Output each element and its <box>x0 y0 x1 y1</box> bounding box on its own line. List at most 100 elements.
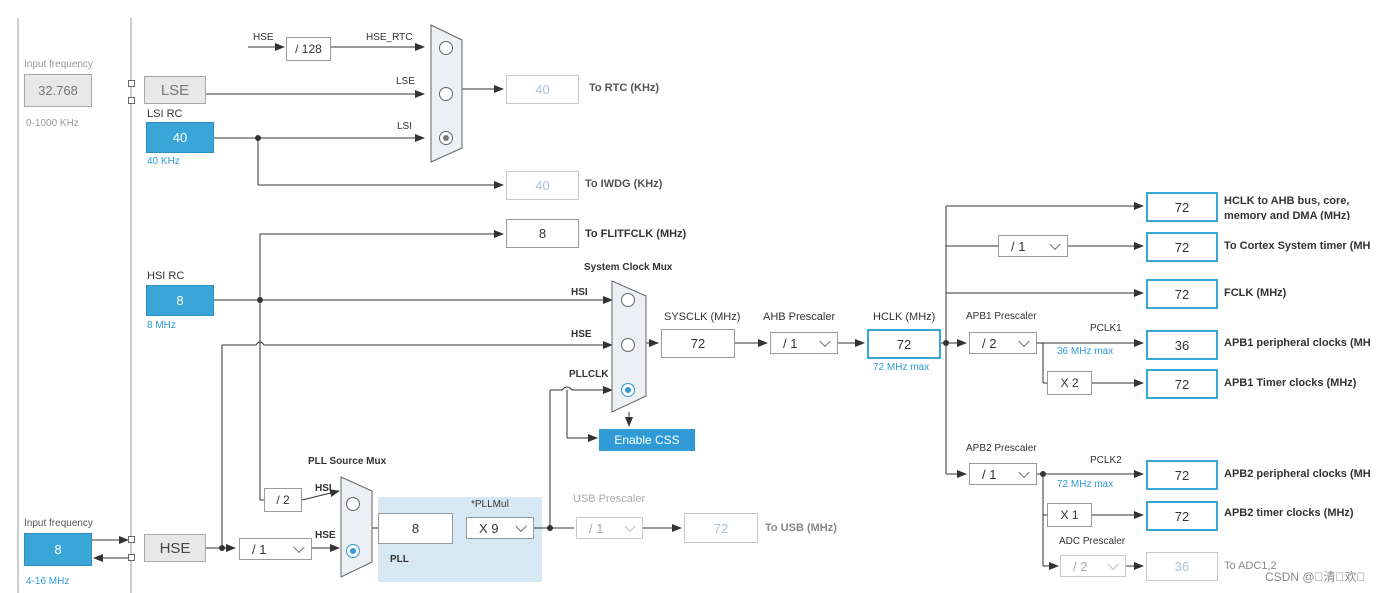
usb-prescaler-value: / 1 <box>589 520 604 536</box>
flitf-output-label: To FLITFCLK (MHz) <box>585 228 687 240</box>
sysclk-pllclk-radio[interactable] <box>621 383 635 397</box>
iwdg-output: 40 <box>506 171 579 200</box>
hse-port-bottom <box>128 554 135 561</box>
lsi-rc-label: LSI RC <box>147 108 183 120</box>
junction-dot <box>257 297 263 303</box>
junction-dot <box>219 545 225 551</box>
pll-label: PLL <box>390 554 409 565</box>
apb2-periph-output[interactable]: 72 <box>1146 460 1218 490</box>
chevron-down-icon <box>1018 466 1030 479</box>
rtc-lse-radio[interactable] <box>439 87 453 101</box>
junction-dot <box>255 135 261 141</box>
apb1-prescaler-label: APB1 Prescaler <box>966 311 1037 322</box>
apb2-max: 72 MHz max <box>1057 479 1114 490</box>
ahb-prescaler-value: / 1 <box>783 335 798 351</box>
enable-css-button[interactable]: Enable CSS <box>599 429 695 451</box>
ahb-prescaler-label: AHB Prescaler <box>763 311 836 323</box>
junction-dot <box>1040 471 1046 477</box>
cortex-divider-value: / 1 <box>1011 238 1026 254</box>
hclk-ahb-output[interactable]: 72 <box>1146 192 1218 222</box>
hclk-max: 72 MHz max <box>873 362 930 373</box>
hsi-rc-label: HSI RC <box>147 270 185 282</box>
adc-output: 36 <box>1146 552 1218 581</box>
apb2-timer-label: APB2 timer clocks (MHz) <box>1224 507 1354 519</box>
apb1-periph-output[interactable]: 36 <box>1146 330 1218 360</box>
system-clock-mux-title: System Clock Mux <box>584 262 673 273</box>
apb2-prescaler-select[interactable]: / 1 <box>969 463 1037 485</box>
lsi-rc-value[interactable]: 40 <box>146 122 214 153</box>
junction-dot <box>547 525 553 531</box>
watermark: CSDN @ 清 欢  <box>1265 570 1366 584</box>
adc-output-label: To ADC1,2 <box>1224 560 1277 572</box>
apb1-timer-output[interactable]: 72 <box>1146 369 1218 399</box>
pll-src-hse-radio[interactable] <box>346 544 360 558</box>
hsi-freq: 8 MHz <box>147 320 176 331</box>
pll-src-hsi-radio[interactable] <box>346 497 360 511</box>
apb1-timer-multiplier: X 2 <box>1047 371 1092 395</box>
cortex-timer-output[interactable]: 72 <box>1146 232 1218 262</box>
hse-rtc-label: HSE_RTC <box>366 32 413 43</box>
lse-source: LSE <box>144 76 206 104</box>
sysmux-hse-label: HSE <box>571 329 592 340</box>
rtc-output-label: To RTC (KHz) <box>589 82 660 94</box>
chevron-down-icon <box>1018 335 1030 348</box>
pll-mul-value: X 9 <box>479 520 499 536</box>
hse-div128: / 128 <box>286 37 331 61</box>
pll-source-mux-title: PLL Source Mux <box>308 456 387 467</box>
hclk-value[interactable]: 72 <box>867 329 941 359</box>
pll-mul-select[interactable]: X 9 <box>466 517 534 539</box>
pll-hsi-label: HSI <box>315 483 332 494</box>
usb-prescaler-label: USB Prescaler <box>573 493 646 505</box>
usb-output-label: To USB (MHz) <box>765 522 837 534</box>
apb2-timer-output[interactable]: 72 <box>1146 501 1218 531</box>
apb1-timer-label: APB1 Timer clocks (MHz) <box>1224 377 1357 389</box>
rtc-lsi-radio[interactable] <box>439 131 453 145</box>
rtc-lse-label: LSE <box>396 76 415 87</box>
apb1-prescaler-select[interactable]: / 2 <box>969 332 1037 354</box>
chevron-down-icon <box>624 520 636 533</box>
apb1-max: 36 MHz max <box>1057 346 1114 357</box>
lse-input-frequency[interactable]: 32.768 <box>24 74 92 107</box>
flitf-output: 8 <box>506 219 579 248</box>
lse-input-label: Input frequency <box>24 59 93 70</box>
fclk-output[interactable]: 72 <box>1146 279 1218 309</box>
lse-port-top <box>128 80 135 87</box>
adc-prescaler-value: / 2 <box>1073 558 1088 574</box>
pll-hse-prediv-select[interactable]: / 1 <box>239 538 312 560</box>
cortex-divider-select[interactable]: / 1 <box>998 235 1068 257</box>
chevron-down-icon <box>293 541 305 554</box>
hclk-ahb-label2: memory and DMA (MHz) <box>1224 210 1351 220</box>
pll-input-value: 8 <box>378 513 453 544</box>
hclk-ahb-label2-clip: memory and DMA (MHz) <box>1224 210 1380 220</box>
hclk-ahb-label: HCLK to AHB bus, core, <box>1224 195 1350 207</box>
sysmux-pllclk-label: PLLCLK <box>569 369 609 380</box>
rtc-lsi-label: LSI <box>397 121 413 132</box>
rtc-hse-label: HSE <box>253 32 274 43</box>
hse-range: 4-16 MHz <box>26 576 70 587</box>
pclk2-label: PCLK2 <box>1090 455 1122 466</box>
hse-input-frequency[interactable]: 8 <box>24 533 92 566</box>
ahb-prescaler-select[interactable]: / 1 <box>770 332 838 354</box>
adc-prescaler-select[interactable]: / 2 <box>1060 555 1126 577</box>
lse-range: 0-1000 KHz <box>26 118 79 129</box>
apb2-periph-label: APB2 peripheral clocks (MH <box>1224 468 1371 480</box>
apb2-prescaler-value: / 1 <box>982 466 997 482</box>
sysclk-hsi-radio[interactable] <box>621 293 635 307</box>
pll-hsi-div2: / 2 <box>264 488 302 512</box>
cortex-timer-label: To Cortex System timer (MH <box>1224 240 1371 252</box>
sysclk-value: 72 <box>661 329 735 358</box>
chevron-down-icon <box>819 335 831 348</box>
apb1-prescaler-value: / 2 <box>982 335 997 351</box>
iwdg-output-label: To IWDG (KHz) <box>585 178 663 190</box>
pll-mul-label: *PLLMul <box>471 499 509 510</box>
hse-port-top <box>128 536 135 543</box>
usb-prescaler-select[interactable]: / 1 <box>576 517 643 539</box>
chevron-down-icon <box>1049 238 1061 251</box>
junction-dot <box>943 340 949 346</box>
hsi-rc-value[interactable]: 8 <box>146 285 214 316</box>
rtc-hse-radio[interactable] <box>439 41 453 55</box>
apb2-prescaler-label: APB2 Prescaler <box>966 443 1037 454</box>
sysclk-hse-radio[interactable] <box>621 338 635 352</box>
hclk-label: HCLK (MHz) <box>873 311 936 323</box>
